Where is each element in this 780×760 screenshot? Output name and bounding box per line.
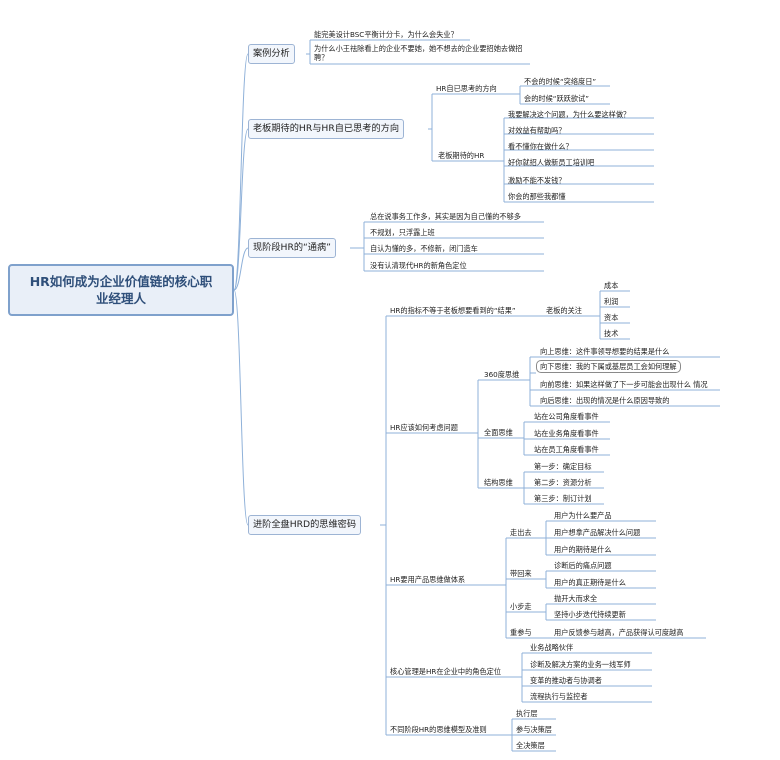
deg360-item-highlighted[interactable]: 向下思维：我的下属或基层员工会如何理解 [536,360,681,373]
branch-advance-hrd-label: 进阶全盘HRD的思维密码 [253,519,357,530]
branch-boss-expectation-label: 老板期待的HR与HR自已思考的方向 [253,123,400,134]
boss-expect-item[interactable]: 好你就招人做新员工培训吧 [508,158,595,167]
small-steps-node[interactable]: 小步走 [510,602,532,611]
connector-curve [233,53,249,291]
root-topic[interactable]: HR如何成为企业价值链的核心职业经理人 [8,264,234,316]
hr-think-item[interactable]: 会的时候“跃跃欲试” [524,94,589,103]
current-item[interactable]: 不规划，只浮露上班 [370,228,435,237]
boss-focus-item[interactable]: 利润 [604,297,619,306]
branch-case-analysis[interactable]: 案例分析 [248,44,295,64]
go-out-node[interactable]: 走出去 [510,528,532,537]
stages-item[interactable]: 全决策层 [516,741,545,750]
branch-current-problems-label: 现阶段HR的“通病” [253,242,331,253]
deg360-item[interactable]: 向前思维：如果这样做了下一步可能会出现什么 情况 [540,380,708,389]
core-item[interactable]: 业务战略伙伴 [530,643,574,652]
boss-expect-item[interactable]: 看不懂你在做什么？ [508,142,573,151]
small-steps-item[interactable]: 坚持小步迭代持续更新 [554,610,626,619]
core-item[interactable]: 流程执行与监控者 [530,692,588,701]
current-item[interactable]: 自认为懂的多，不修新，闭门造车 [370,244,478,253]
hr-think-node[interactable]: HR自已思考的方向 [436,84,497,93]
structure-node[interactable]: 结构思维 [484,478,513,487]
participate-item[interactable]: 用户反馈参与越高，产品获得认可度越高 [554,628,684,637]
global-item[interactable]: 站在公司角度看事件 [534,412,599,421]
structure-item[interactable]: 第二步：资源分析 [534,478,592,487]
structure-item[interactable]: 第一步：确定目标 [534,462,592,471]
global-node[interactable]: 全面思维 [484,428,513,437]
boss-expect-item[interactable]: 我要解决这个问题，为什么要这样做？ [508,110,631,119]
connector-lines [233,39,720,752]
branch-case-analysis-label: 案例分析 [253,48,290,59]
deg360-item[interactable]: 向后思维：出现的情况是什么原因导致的 [540,396,670,405]
goal-node[interactable]: HR的指标不等于老板想要看到的“结果” [390,306,516,315]
bring-back-item[interactable]: 诊断后的痛点问题 [554,561,612,570]
core-item[interactable]: 变革的推动者与协调者 [530,676,602,685]
branch-advance-hrd[interactable]: 进阶全盘HRD的思维密码 [248,515,362,535]
connector-curve [233,128,249,291]
case-item[interactable]: 能完美设计BSC平衡计分卡，为什么会失业？ [314,30,458,39]
boss-expect-item[interactable]: 你会的那些我都懂 [508,192,566,201]
root-topic-label: HR如何成为企业价值链的核心职业经理人 [29,274,213,306]
go-out-item[interactable]: 用户为什么要产品 [554,511,612,520]
current-item[interactable]: 没有认清现代HR的新角色定位 [370,261,467,270]
participate-node[interactable]: 重参与 [510,628,532,637]
core-node[interactable]: 核心管理是HR在企业中的角色定位 [390,667,502,676]
structure-item[interactable]: 第三步：制订计划 [534,494,592,503]
go-out-item[interactable]: 用户的期待是什么 [554,545,612,554]
boss-expect-item[interactable]: 激励不能不发钱？ [508,176,566,185]
case-item[interactable]: 为什么小王祛除看上的企业不要她，她不想去的企业要招她去做招聘？ [314,44,523,62]
core-item[interactable]: 诊断及解决方案的业务一线军师 [530,660,631,669]
boss-expect-node[interactable]: 老板期待的HR [438,151,485,160]
thinking-node[interactable]: HR应该如何考虑问题 [390,423,458,432]
bring-back-item[interactable]: 用户的真正期待是什么 [554,578,626,587]
boss-focus-item[interactable]: 技术 [604,329,619,338]
current-item[interactable]: 总在说事务工作多，其实是因为自己懂的不够多 [370,212,521,221]
boss-focus-item[interactable]: 成本 [604,281,619,290]
global-item[interactable]: 站在员工角度看事件 [534,445,599,454]
stages-item[interactable]: 参与决策层 [516,725,552,734]
bring-back-node[interactable]: 带回来 [510,569,532,578]
boss-focus-node[interactable]: 老板的关注 [546,306,582,315]
branch-boss-expectation[interactable]: 老板期待的HR与HR自已思考的方向 [248,119,405,139]
hr-think-item[interactable]: 不会的时候“突络度日” [524,77,597,86]
deg360-node[interactable]: 360度思维 [484,370,520,379]
connector-curve [233,289,249,526]
go-out-item[interactable]: 用户想拿产品解决什么问题 [554,528,641,537]
stages-node[interactable]: 不同阶段HR的思维模型及准则 [390,725,487,734]
branch-current-problems[interactable]: 现阶段HR的“通病” [248,238,336,258]
boss-expect-item[interactable]: 对效益有帮助吗？ [508,126,566,135]
boss-focus-item[interactable]: 资本 [604,313,619,322]
deg360-item[interactable]: 向上思维：这件事领导想要的结果是什么 [540,347,670,356]
stages-item[interactable]: 执行层 [516,709,538,718]
connector-curve [233,247,249,291]
product-node[interactable]: HR要用产品思维做体系 [390,575,466,584]
global-item[interactable]: 站在业务角度看事件 [534,429,599,438]
small-steps-item[interactable]: 抛开大而求全 [554,594,598,603]
